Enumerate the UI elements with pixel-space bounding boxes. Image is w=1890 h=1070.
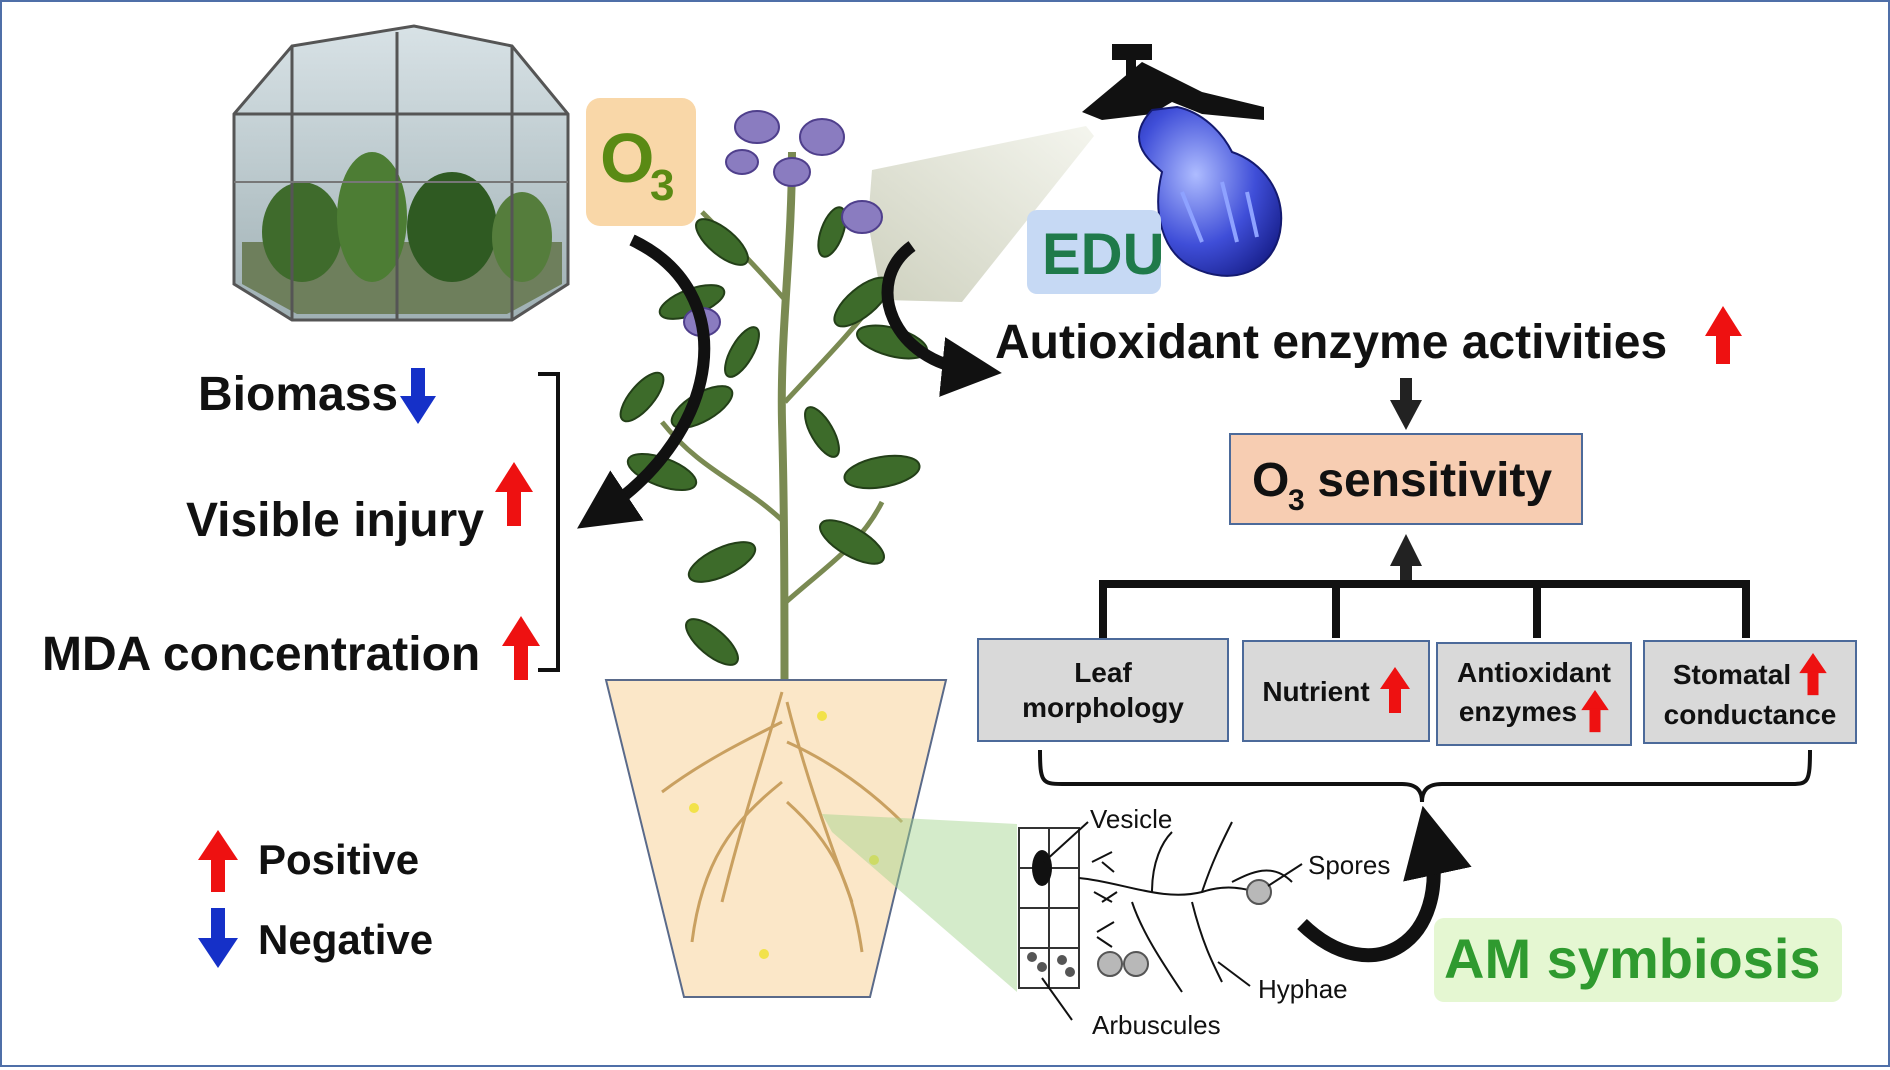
factors-to-sensitivity-arrow [1390, 534, 1422, 586]
factor-connector [1099, 580, 1750, 638]
o3-label: O 3 [586, 98, 696, 226]
factor-antioxidant-enzymes: Antioxidant enzymes [1436, 642, 1632, 746]
antioxidant-activity-up-arrow-icon [1705, 306, 1742, 364]
pot-image [604, 679, 948, 998]
stomatal-up-arrow-icon [1799, 652, 1827, 695]
svg-text:O: O [600, 119, 654, 197]
legend-negative-label: Negative [258, 916, 433, 963]
svg-text:3: 3 [650, 161, 674, 210]
activity-to-sensitivity-arrow [1390, 378, 1422, 430]
mda-concentration-label: MDA concentration [42, 628, 480, 681]
response-bracket [538, 372, 560, 672]
sprayer-image [868, 44, 1283, 302]
open-top-chamber-image [232, 24, 570, 322]
legend: Positive Negative [198, 830, 433, 968]
svg-text:O: O [1252, 454, 1289, 507]
spores-label: Spores [1308, 850, 1390, 880]
edu-label: EDU [1027, 210, 1164, 294]
visible-injury-label: Visible injury [186, 494, 484, 547]
positive-arrow-icon [198, 830, 238, 892]
svg-text:sensitivity: sensitivity [1304, 454, 1552, 507]
vesicle-label: Vesicle [1090, 804, 1172, 834]
hyphae-label: Hyphae [1258, 974, 1348, 1004]
factor-stomatal-conductance: Stomatal conductance [1643, 640, 1857, 744]
am-fungi-diagram: Vesicle Spores Hyphae Arbuscules [1018, 804, 1390, 1040]
svg-text:EDU: EDU [1042, 222, 1164, 287]
antioxidant-enzymes-up-arrow-icon [1581, 689, 1609, 732]
am-symbiosis-label: AM symbiosis [1434, 918, 1842, 1002]
biomass-label: Biomass [198, 368, 398, 421]
nutrient-up-arrow-icon [1379, 667, 1410, 713]
factors-bracket [1038, 749, 1812, 803]
am-curve-arrow [1297, 805, 1472, 963]
arbuscules-label: Arbuscules [1092, 1010, 1221, 1040]
o3-sensitivity-box: O 3 sensitivity [1229, 433, 1583, 525]
zoom-highlight [822, 814, 1017, 992]
mda-up-arrow-icon [502, 616, 540, 680]
factor-nutrient: Nutrient [1242, 640, 1430, 742]
edu-curve-arrow [881, 241, 1002, 397]
svg-text:AM symbiosis: AM symbiosis [1444, 927, 1821, 990]
biomass-down-arrow-icon [400, 368, 436, 424]
o3-curve-arrow [577, 234, 711, 529]
negative-arrow-icon [198, 908, 238, 968]
legend-positive-label: Positive [258, 836, 419, 883]
antioxidant-activity-label: Autioxidant enzyme activities [995, 316, 1667, 369]
visible-injury-up-arrow-icon [495, 462, 533, 526]
svg-text:3: 3 [1288, 484, 1305, 517]
